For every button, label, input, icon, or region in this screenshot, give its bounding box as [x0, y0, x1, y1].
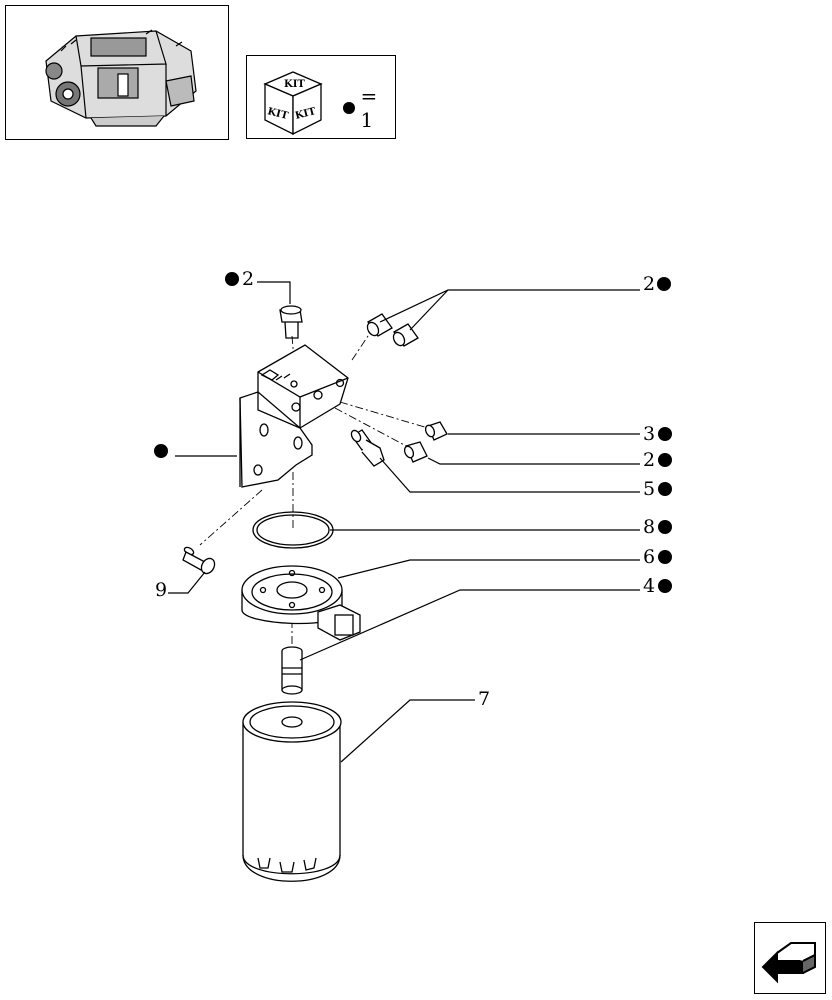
engine-icon [45, 29, 197, 127]
kit-dot-marker [343, 102, 355, 114]
callout-4: 4 [643, 575, 655, 597]
kit-text-right: KIT [294, 106, 317, 122]
filter-canister-7 [242, 701, 342, 882]
callout-8: 8 [643, 516, 655, 538]
leader-lines [168, 281, 640, 763]
o-ring-8 [252, 511, 334, 549]
kit-equals-text: = 1 [360, 84, 378, 132]
kit-equation: = 1 [343, 84, 395, 132]
callout-3: 3 [643, 423, 655, 445]
kit-cube-icon: KIT KIT KIT [263, 71, 323, 136]
callout-5: 5 [643, 478, 655, 500]
callout-2-mid: 2 [643, 449, 655, 471]
sensor-5 [350, 429, 385, 467]
kit-legend: KIT KIT KIT = 1 [246, 55, 396, 139]
filter-head-6 [241, 565, 361, 641]
fitting-top-vertical [279, 305, 303, 339]
bracket-part [239, 344, 349, 488]
callout-2-top-left: 2 [242, 268, 254, 290]
callout-2-top-right: 2 [643, 273, 655, 295]
nipple-4 [281, 646, 303, 695]
fitting-2-mid [403, 441, 428, 463]
kit-text-top: KIT [284, 79, 305, 90]
next-page-button[interactable] [754, 922, 826, 994]
callout-6: 6 [643, 546, 655, 568]
centre-lines [199, 329, 429, 648]
screw-9 [182, 546, 216, 575]
arrow-next-icon [761, 942, 816, 984]
engine-thumbnail [5, 5, 229, 140]
kit-text-left: KIT [266, 106, 289, 122]
fitting-upper-2 [392, 323, 419, 347]
fitting-upper-1 [366, 313, 393, 337]
callout-9: 9 [155, 579, 167, 601]
fitting-3 [424, 421, 448, 441]
kit-dot-markers [154, 272, 672, 593]
callout-7: 7 [478, 688, 490, 710]
